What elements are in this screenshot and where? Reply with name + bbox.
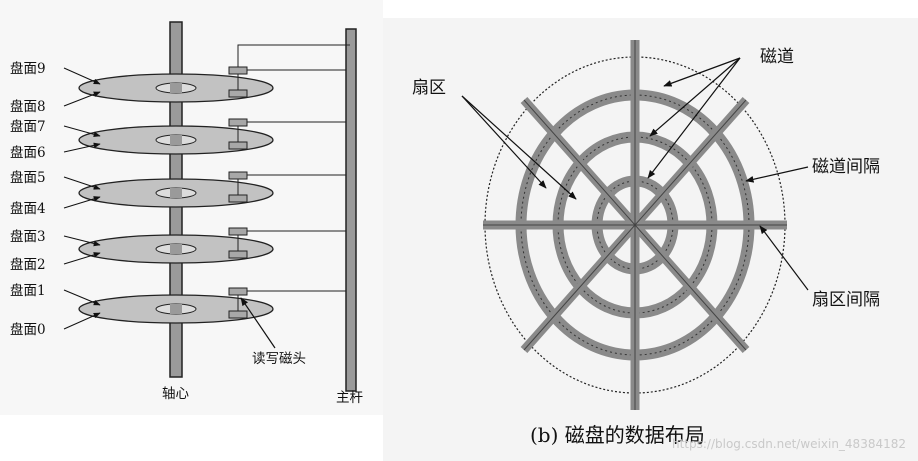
platter-label-8: 盘面8: [10, 98, 46, 115]
platter-label-arrows: [63, 67, 101, 330]
spindle-segment-0: [170, 83, 182, 93]
track-arrow-3: [647, 57, 741, 179]
spindle-segment-2: [170, 188, 182, 198]
platter-arrow-7: [63, 125, 101, 138]
platter-arrow-8: [63, 91, 101, 107]
sector-arrow-2: [461, 95, 577, 200]
actuator-rod-label: 主杆: [336, 390, 363, 406]
platter-arrow-6: [63, 142, 101, 153]
head-label: 读写磁头: [252, 351, 306, 367]
spindle-segment-1: [170, 135, 182, 145]
head-bottom-1: [228, 141, 248, 150]
head-top-1: [228, 118, 248, 127]
platter-label-3: 盘面3: [10, 228, 46, 245]
platter-arrow-4: [63, 196, 101, 209]
head-top-3: [228, 227, 248, 236]
platter-labels: 盘面9 盘面8 盘面7 盘面6 盘面5 盘面4 盘面3 盘面2 盘面1 盘面0: [10, 60, 46, 338]
platter-arrow-9: [63, 67, 101, 85]
spindle-segment-3: [170, 244, 182, 254]
platter-arrow-5: [63, 176, 101, 190]
platter-label-7: 盘面7: [10, 118, 46, 135]
sector-gap-label: 扇区间隔: [812, 290, 880, 310]
head-group: [228, 44, 350, 319]
platter-group: [78, 73, 274, 324]
head-top-4: [228, 287, 248, 296]
sector-gap-spokes: [483, 40, 787, 410]
platter-arrow-1: [63, 289, 101, 306]
track-arrow-1: [663, 57, 741, 87]
platter-label-6: 盘面6: [10, 144, 46, 161]
platter-label-0: 盘面0: [10, 321, 46, 338]
platter-arrow-0: [63, 312, 101, 330]
head-bottom-0: [228, 89, 248, 98]
track-arrow-2: [649, 57, 741, 137]
sector-gap-arrow: [759, 225, 809, 291]
platter-label-2: 盘面2: [10, 256, 46, 273]
disk-layout-diagram: 扇区 磁道 磁道间隔 扇区间隔 (b) 磁盘的数据布局 https://blog…: [412, 40, 906, 451]
actuator-rod: [345, 28, 357, 392]
platter-arrow-3: [63, 235, 101, 247]
head-top-0: [228, 66, 248, 75]
panel-disk-stack-bg: [0, 0, 383, 415]
sector-arrow-1: [461, 95, 547, 189]
track-label: 磁道: [760, 47, 794, 67]
watermark: https://blog.csdn.net/weixin_48384182: [672, 437, 906, 451]
track-gap-label: 磁道间隔: [812, 157, 880, 177]
arm-top-connector: [237, 44, 350, 67]
platter-arrow-2: [63, 252, 101, 265]
head-bottom-3: [228, 250, 248, 259]
sector-label: 扇区: [412, 78, 446, 98]
head-label-arrow: [240, 297, 276, 349]
platter-label-5: 盘面5: [10, 169, 46, 186]
spindle-segment-4: [170, 304, 182, 314]
platter-label-1: 盘面1: [10, 282, 46, 299]
spindle-label: 轴心: [162, 386, 189, 402]
head-top-2: [228, 171, 248, 180]
platter-label-9: 盘面9: [10, 60, 46, 77]
spoke-diagonal-2-core: [523, 99, 747, 351]
figure-caption: (b) 磁盘的数据布局: [530, 423, 705, 447]
head-bottom-2: [228, 194, 248, 203]
head-bottom-4: [228, 310, 248, 319]
track-gap-arrow: [745, 166, 809, 183]
platter-label-4: 盘面4: [10, 200, 46, 217]
disk-stack-diagram: 盘面9 盘面8 盘面7 盘面6 盘面5 盘面4 盘面3 盘面2 盘面1 盘面0 读写磁头 轴心 主…: [10, 21, 363, 406]
